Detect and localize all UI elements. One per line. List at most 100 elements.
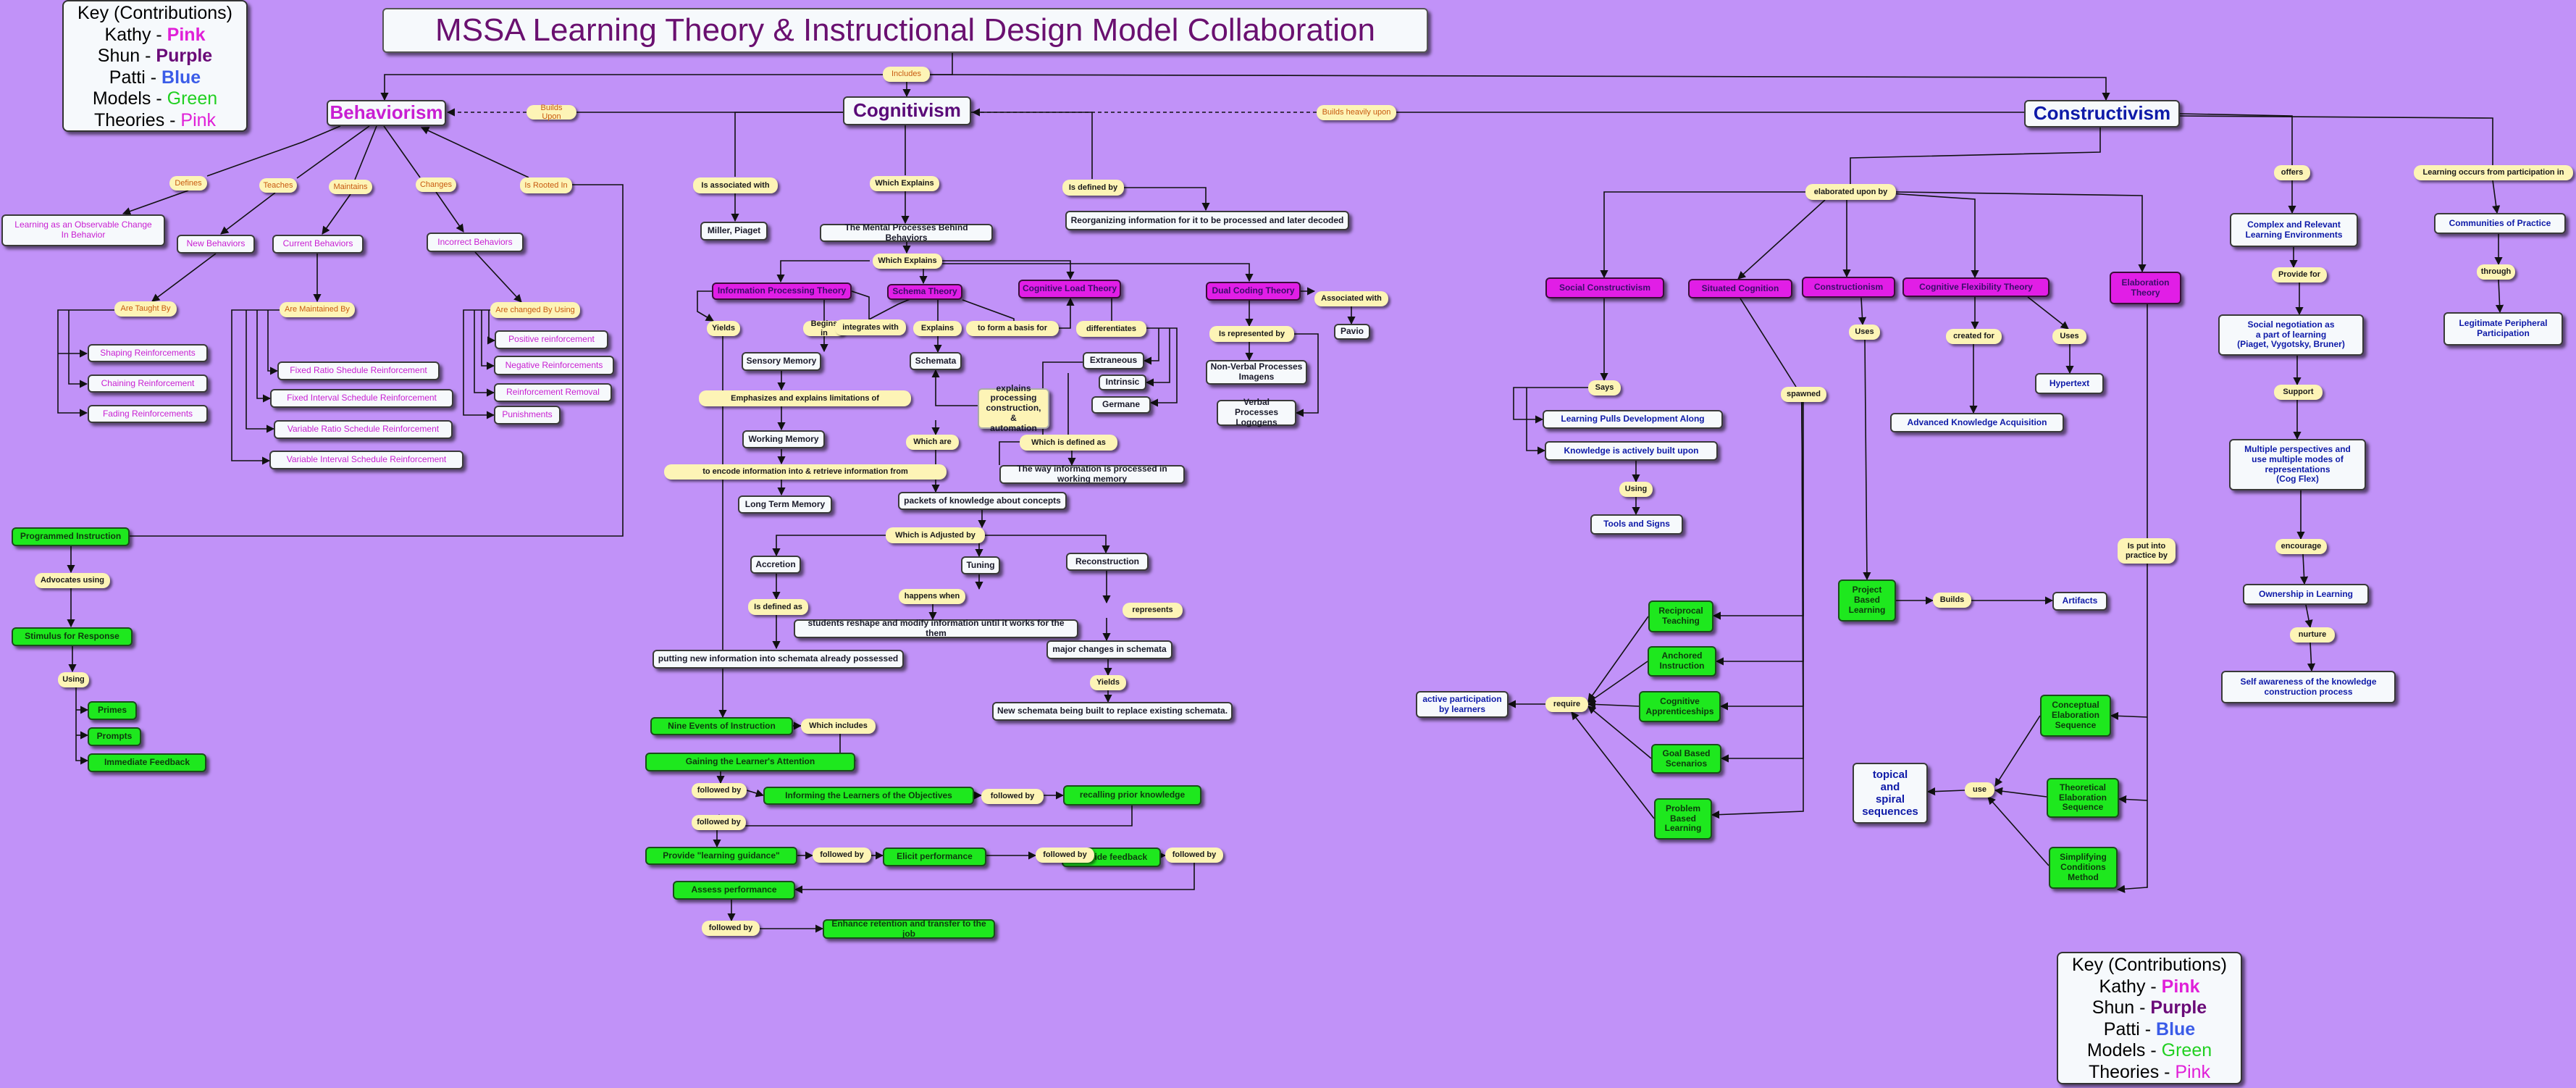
- key-heading: Key (Contributions): [77, 3, 232, 23]
- node-b-chain: Chaining Reinforcement: [88, 374, 208, 393]
- link-label-l-integr: integrates with: [835, 319, 906, 335]
- link-label-l-using1: Using: [58, 672, 89, 687]
- connector: [1719, 401, 1804, 711]
- link-label-l-created: created for: [1946, 329, 2002, 344]
- link-label-l-fol5: followed by: [1036, 848, 1094, 863]
- node-c-accr: Accretion: [750, 556, 801, 574]
- link-label-l-teaches: Teaches: [259, 178, 297, 193]
- connector: [2027, 296, 2069, 330]
- node-c-mental: The Mental Processes Behind Behaviors: [820, 222, 993, 242]
- connector: [1858, 297, 1867, 326]
- link-label-l-encourage: encourage: [2275, 539, 2327, 554]
- link-label-l-says: Says: [1588, 380, 1621, 396]
- connector: [57, 309, 114, 417]
- node-k-pulls: Learning Pulls Development Along: [1543, 410, 1723, 429]
- key-row-shun: Shun - Purple: [2092, 997, 2207, 1018]
- node-c-elicit: Elicit performance: [883, 848, 986, 866]
- link-label-l-rooted: Is Rooted In: [520, 177, 572, 193]
- connector: [296, 125, 370, 179]
- connector: [776, 260, 870, 283]
- connector: [1863, 339, 1871, 581]
- link-label-l-whichare: Which are: [906, 435, 959, 450]
- node-c-enh: Enhance retention and transfer to the jo…: [823, 918, 995, 939]
- connector: [1526, 388, 1546, 455]
- connector: [435, 191, 464, 233]
- link-label-l-fol1: followed by: [692, 783, 747, 798]
- connector: [772, 535, 886, 557]
- connector: [1587, 700, 1640, 709]
- connector: [1720, 401, 1804, 763]
- node-b-shap: Shaping Reinforcements: [88, 344, 208, 362]
- link-label-l-learnocc: Learning occurs from participation in: [2414, 165, 2573, 180]
- link-label-l-adjusted: Which is Adjusted by: [886, 527, 985, 543]
- connector: [2304, 604, 2313, 629]
- connector: [697, 290, 714, 322]
- node-c-clt: Cognitive Load Theory: [1018, 280, 1121, 298]
- node-c-germ: Germane: [1091, 396, 1151, 414]
- node-c-reshape: students reshape and modify information …: [794, 618, 1078, 638]
- link-label-l-fol6: followed by: [1165, 848, 1223, 863]
- link-label-l-explains: Explains: [913, 321, 962, 336]
- link-label-l-through: through: [2477, 264, 2515, 280]
- node-c-explains: explains processing construction, & auto…: [978, 383, 1049, 433]
- node-c-extr: Extraneous: [1083, 352, 1144, 369]
- connector: [122, 190, 189, 215]
- node-b-pos: Positive reinforcement: [495, 330, 608, 349]
- node-c-wayinfo: The way information is processed in work…: [999, 464, 1185, 484]
- connector: [383, 125, 421, 178]
- node-c-major: major changes in schemata: [1046, 640, 1172, 659]
- node-b-stim: Stimulus for Response: [12, 627, 133, 646]
- connector: [1712, 401, 1804, 620]
- node-b-vi: Variable Interval Schedule Reinforcement: [269, 451, 463, 469]
- link-label-l-maintained: Are Maintained By: [280, 302, 355, 317]
- link-label-l-elabby: elaborated upon by: [1805, 184, 1896, 200]
- connector: [2179, 113, 2293, 165]
- node-c-ipt: Information Processing Theory: [712, 283, 852, 300]
- link-label-l-fol3: followed by: [692, 815, 746, 830]
- link-label-l-whichdef: Which is defined as: [1020, 435, 1117, 451]
- node-con: Constructivism: [2024, 100, 2180, 127]
- connector: [231, 309, 280, 465]
- node-b-neg: Negative Reinforcements: [494, 356, 614, 375]
- node-b-prog: Programmed Instruction: [12, 527, 130, 546]
- node-c-guid: Provide "learning guidance": [645, 847, 797, 865]
- connector: [2116, 884, 2148, 893]
- key-heading: Key (Contributions): [2072, 955, 2227, 975]
- connector: [971, 112, 1093, 179]
- link-label-l-repres: represents: [1123, 603, 1183, 618]
- connector: [256, 310, 272, 403]
- node-b-rem: Reinforcement Removal: [494, 383, 612, 402]
- node-k-simpl: Simplifying Conditions Method: [2049, 847, 2118, 889]
- link-label-l-emphas: Emphasizes and explains limitations of: [699, 390, 911, 406]
- node-c-nonverb: Non-Verbal Processes Imagens: [1206, 360, 1307, 385]
- link-label-l-fol7: followed by: [702, 921, 760, 936]
- connector: [746, 789, 765, 798]
- connector: [68, 310, 88, 388]
- node-k-socneg: Social negotiation as a part of learning…: [2218, 314, 2364, 356]
- connector: [1571, 711, 1655, 819]
- node-b-fad: Fading Reinforcements: [88, 405, 208, 423]
- node-k-elab: Elaboration Theory: [2110, 272, 2181, 304]
- node-c-recon: Reconstruction: [1066, 553, 1149, 571]
- node-k-situated: Situated Cognition: [1688, 279, 1792, 298]
- node-k-anch: Anchored Instruction: [1648, 646, 1716, 677]
- link-label-l-defby: Is defined by: [1062, 180, 1124, 196]
- connector: [1926, 787, 1965, 796]
- connector: [1994, 715, 2041, 787]
- link-label-l-begins: Begins in: [803, 319, 845, 338]
- link-label-l-changed: Are changed By Using: [490, 302, 580, 318]
- link-label-l-putinto: Is put into practice by: [2118, 538, 2176, 564]
- link-label-l-represby: Is represented by: [1209, 326, 1294, 342]
- link-label-l-using2: Using: [1619, 482, 1653, 497]
- connector: [246, 310, 275, 433]
- connector: [322, 193, 351, 235]
- connector: [942, 260, 1075, 280]
- key-row-shun: Shun - Purple: [97, 46, 213, 66]
- connector: [130, 184, 624, 537]
- connector: [151, 253, 217, 302]
- node-b-new: New Behaviors: [177, 235, 255, 254]
- connector: [1895, 191, 2147, 273]
- link-label-l-isdefas: Is defined as: [748, 599, 808, 615]
- link-label-l-yields1: Yields: [707, 321, 740, 336]
